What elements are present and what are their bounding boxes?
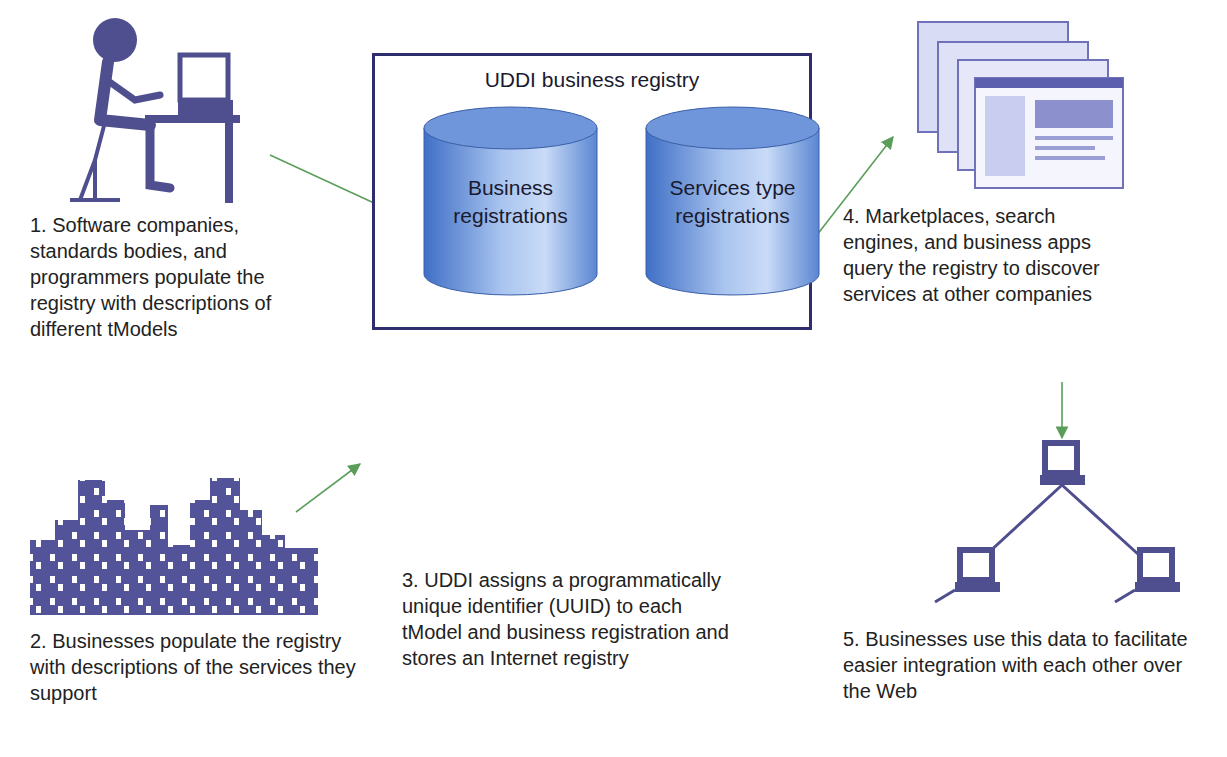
web-pages-illustration [918, 22, 1123, 188]
registry-box: UDDI business registryBusiness registrat… [372, 53, 812, 330]
cylinder-label: Business registrations [423, 106, 598, 230]
network-illustration [935, 443, 1180, 602]
registry-title: UDDI business registry [375, 56, 809, 92]
cylinder-label: Services type registrations [645, 106, 820, 230]
city-illustration [30, 478, 318, 615]
cylinder-shape [645, 106, 820, 296]
step-caption: 5. Businesses use this data to facilitat… [843, 626, 1193, 704]
database-cylinder: Business registrations [423, 106, 598, 296]
step-caption: 4. Marketplaces, search engines, and bus… [843, 203, 1105, 307]
programmer-illustration [70, 18, 240, 203]
cylinder-shape [423, 106, 598, 296]
step-caption: 1. Software companies, standards bodies,… [30, 212, 330, 342]
database-cylinder: Services type registrations [645, 106, 820, 296]
step-caption: 3. UDDI assigns a programmatically uniqu… [402, 567, 737, 671]
step-caption: 2. Businesses populate the registry with… [30, 628, 360, 706]
